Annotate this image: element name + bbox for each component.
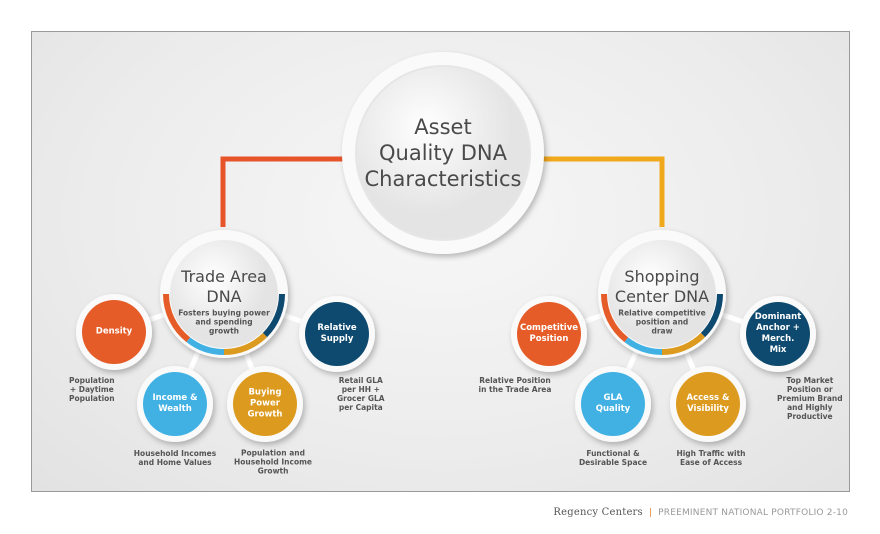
trade-area-hub-arc-blue	[186, 337, 225, 355]
caption-income-wealth: Household Incomes and Home Values	[133, 449, 217, 467]
trade-node-circle-1	[143, 372, 207, 436]
connector-left	[220, 156, 352, 227]
shopping-node-circle-3	[746, 302, 810, 366]
node-competitive-position: Competitive Position	[519, 323, 579, 344]
trade-area-subtitle: Fosters buying power and spending growth	[178, 308, 270, 336]
main-title: Asset Quality DNA Characteristics	[364, 115, 522, 191]
trade-area-hub-arc-orange	[163, 293, 191, 343]
shopping-center-subtitle: Relative competitive position and draw	[618, 308, 706, 336]
footer: Regency Centers | PREEMINENT NATIONAL PORT…	[553, 507, 848, 518]
connector-right	[532, 156, 665, 227]
footer-text: PREEMINENT NATIONAL PORTFOLIO 2-10	[658, 508, 848, 518]
caption-dominant-anchor: Top Market Position or Premium Brand and…	[777, 376, 843, 421]
shopping-node-circle-0	[517, 302, 581, 366]
trade-area-hub-arc-navy	[262, 293, 285, 338]
shopping-center-hub-arc-orange	[601, 293, 629, 343]
trade-area-title: Trade Area DNA	[181, 267, 267, 306]
caption-density: Population + Daytime Population	[69, 376, 115, 403]
trade-node-circle-0	[82, 300, 146, 364]
trade-area-hub-arc-gold	[223, 332, 268, 355]
shopping-center-hub-arc-navy	[700, 293, 723, 338]
node-buying-power-growth: Buying Power Growth	[247, 387, 283, 420]
diagram-graphics	[76, 52, 816, 442]
node-dominant-anchor: Dominant Anchor + Merch. Mix	[754, 312, 802, 355]
trade-node-circle-3	[305, 302, 369, 366]
node-access-visibility: Access & Visibility	[686, 393, 730, 414]
caption-gla-quality: Functional & Desirable Space	[578, 449, 648, 467]
caption-competitive-position: Relative Position in the Trade Area	[478, 376, 552, 394]
node-relative-supply: Relative Supply	[317, 323, 357, 344]
shopping-center-title: Shopping Center DNA	[614, 267, 710, 306]
node-income-wealth: Income & Wealth	[152, 393, 198, 414]
caption-relative-supply: Retail GLA per HH + Grocer GLA per Capit…	[337, 376, 385, 412]
footer-separator: |	[648, 508, 653, 518]
diagram-frame: Asset Quality DNA Characteristics Trade …	[31, 31, 850, 492]
shopping-center-hub-arc-blue	[624, 337, 663, 355]
trade-area-hub-circle	[170, 240, 278, 348]
caption-access-visibility: High Traffic with Ease of Access	[676, 449, 746, 467]
caption-buying-power-growth: Population and Household Income Growth	[234, 448, 312, 476]
shopping-node-circle-1	[581, 372, 645, 436]
trade-node-circle-2	[233, 372, 297, 436]
shopping-center-hub-circle	[608, 240, 716, 348]
shopping-node-circle-2	[676, 372, 740, 436]
footer-brand: Regency Centers	[553, 507, 643, 518]
node-density: Density	[95, 326, 133, 337]
node-gla-quality: GLA Quality	[595, 393, 631, 414]
main-circle	[355, 65, 531, 241]
shopping-center-hub-arc-gold	[661, 332, 706, 355]
